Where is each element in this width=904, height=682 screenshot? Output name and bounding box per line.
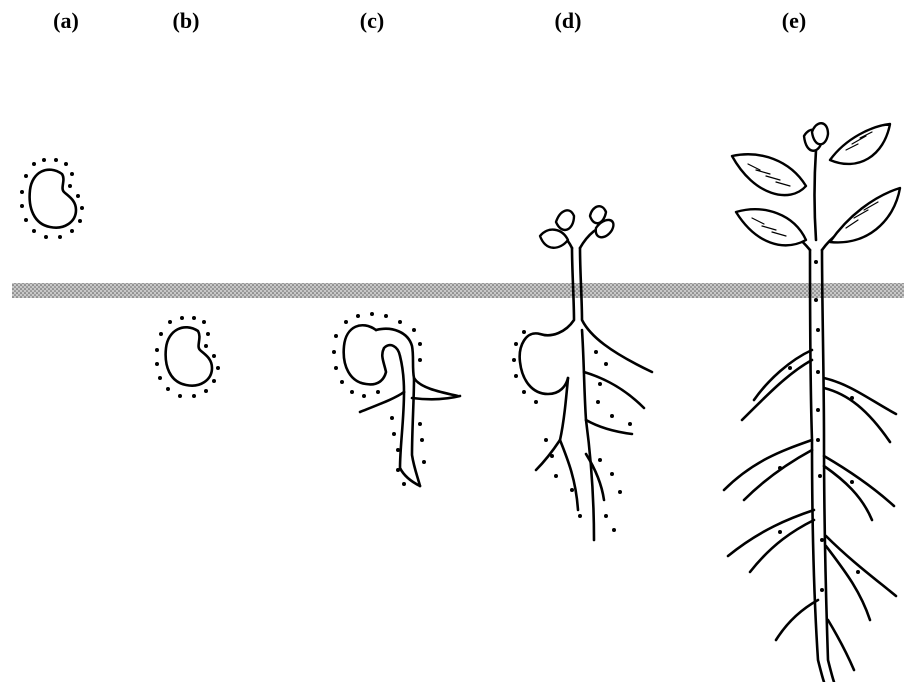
seed-stage-b <box>155 316 220 398</box>
plant-stage-e <box>724 123 900 682</box>
seed-stage-a <box>20 158 84 239</box>
seedling-stage-d <box>512 206 652 540</box>
soil-surface-line <box>12 283 904 298</box>
seedling-stage-c <box>332 312 460 486</box>
